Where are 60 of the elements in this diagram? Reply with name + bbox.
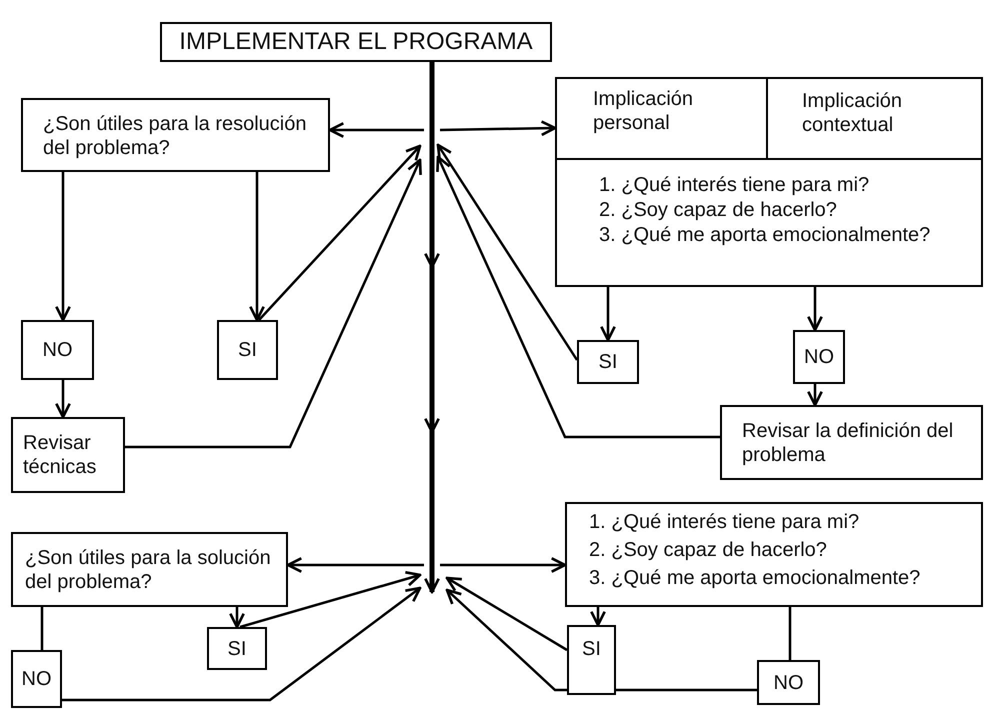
process-box [160, 22, 552, 62]
node-text: SI [581, 637, 602, 661]
process-box [720, 405, 983, 480]
list-item-text: 1. ¿Qué interés tiene para mi? [599, 173, 870, 197]
node-text: NO [803, 345, 835, 369]
node-text: Implicación personal [593, 87, 694, 135]
connector-line [40, 607, 44, 650]
arrow [440, 557, 566, 573]
arrow [807, 384, 823, 406]
process-box [11, 650, 62, 708]
arrow [807, 287, 823, 332]
node-text: Revisar técnicas [23, 431, 98, 479]
arrow [440, 120, 556, 136]
arrow [590, 607, 606, 626]
node-text: SI [598, 350, 618, 374]
arrow [55, 172, 71, 322]
node-text: Implicación contextual [802, 89, 904, 137]
node-text: Revisar la definición del problema [742, 419, 954, 467]
node-text: NO [20, 667, 52, 691]
node-text: SI [237, 338, 258, 362]
arrow [229, 607, 245, 628]
arrow [258, 144, 422, 321]
arrow [424, 62, 440, 594]
node-text: ¿Son útiles para la solución del problema? [25, 546, 272, 594]
process-box [21, 320, 94, 380]
node-text: SI [226, 636, 248, 660]
process-box [207, 627, 267, 670]
arrow [600, 287, 616, 342]
arrow [62, 586, 422, 702]
process-box [567, 625, 616, 695]
header-cell-box [555, 77, 768, 160]
node-text: ¿Son útiles para la resolución del problema? [43, 112, 308, 160]
arrow [436, 156, 720, 438]
arrow [240, 570, 422, 628]
process-box [217, 320, 278, 380]
arrow [286, 557, 424, 573]
list-item-text: 3. ¿Qué me aporta emocionalmente? [599, 223, 930, 247]
list-item-text: 2. ¿Soy capaz de hacerlo? [599, 198, 837, 222]
list-item-text: 1. ¿Qué interés tiene para mi? [589, 510, 860, 534]
node-text: NO [42, 338, 74, 362]
process-box [577, 340, 639, 384]
process-box [757, 660, 820, 705]
arrow [249, 172, 265, 322]
arrow [446, 576, 568, 652]
process-box [555, 77, 983, 287]
arrow [436, 144, 578, 361]
process-box [11, 532, 288, 607]
process-box [11, 417, 125, 493]
process-box [793, 330, 845, 384]
list-item-text: 3. ¿Qué me aporta emocionalmente? [589, 566, 920, 590]
arrow [328, 122, 424, 138]
arrow [55, 380, 71, 418]
list-item-text: 2. ¿Soy capaz de hacerlo? [589, 538, 827, 562]
arrow [446, 588, 757, 692]
node-text: NO [772, 670, 804, 694]
process-box [565, 502, 983, 607]
arrow [125, 158, 422, 448]
connector-line [788, 607, 792, 660]
node-text: IMPLEMENTAR EL PROGRAMA [178, 27, 534, 57]
process-box [21, 98, 330, 172]
